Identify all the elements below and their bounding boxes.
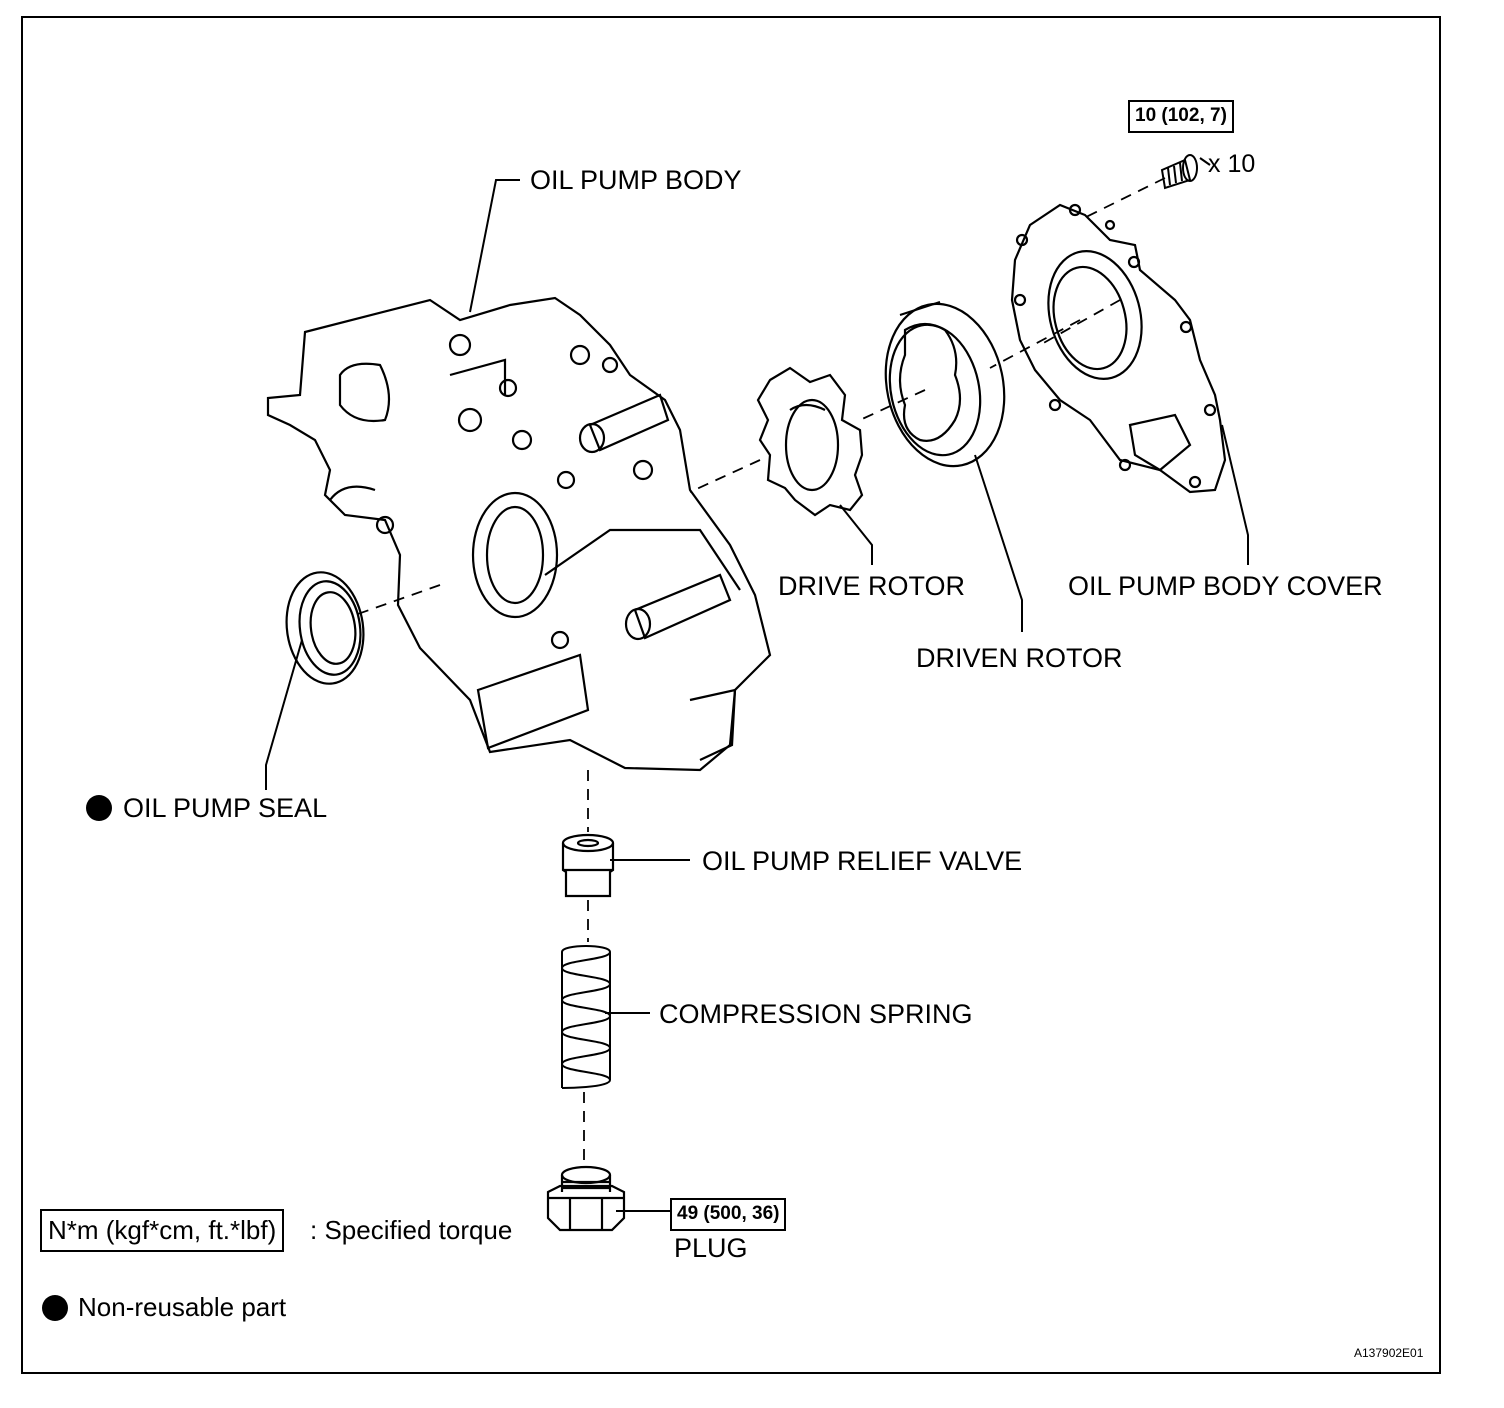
cover-bolt-count: x 10 (1208, 150, 1256, 178)
legend-torque-text: : Specified torque (310, 1215, 513, 1245)
label-plug: PLUG (674, 1233, 748, 1263)
nonreusable-marker-icon (86, 795, 112, 821)
label-compression-spring: COMPRESSION SPRING (659, 999, 973, 1029)
leader-oil-pump-seal (265, 639, 303, 790)
label-drive-rotor: DRIVE ROTOR (778, 571, 966, 601)
label-oil-pump-body: OIL PUMP BODY (530, 165, 742, 195)
oil-pump-body-cover-drawing (1010, 203, 1227, 494)
oil-pump-body-drawing (266, 296, 772, 772)
compression-spring-drawing (560, 945, 612, 1089)
leader-oil-pump-body (469, 179, 520, 313)
label-oil-pump-seal: OIL PUMP SEAL (123, 793, 328, 823)
plug-drawing (546, 1165, 626, 1232)
figure-code: A137902E01 (1354, 1346, 1424, 1360)
leader-driven-rotor (974, 454, 1023, 632)
diagram-frame (21, 16, 1441, 1374)
cover-bolt-torque: 10 (102, 7) (1128, 100, 1234, 133)
oil-pump-seal-drawing (285, 571, 365, 685)
cover-bolt-drawing (1160, 154, 1198, 190)
plug-torque: 49 (500, 36) (670, 1198, 787, 1231)
driven-rotor-drawing (884, 300, 1006, 468)
label-oil-pump-relief-valve: OIL PUMP RELIEF VALVE (702, 846, 1023, 876)
leader-oil-pump-body-cover (1221, 424, 1249, 565)
label-driven-rotor: DRIVEN ROTOR (916, 643, 1123, 673)
leader-drive-rotor (839, 504, 873, 565)
label-oil-pump-body-cover: OIL PUMP BODY COVER (1068, 571, 1383, 601)
drive-rotor-drawing (756, 366, 864, 517)
legend-nonreusable-icon (42, 1295, 68, 1321)
leader-cover-bolt (1199, 157, 1211, 166)
legend-torque-unit: N*m (kgf*cm, ft.*lbf) (40, 1209, 285, 1252)
legend-nonreusable-text: Non-reusable part (78, 1292, 287, 1322)
relief-valve-drawing (561, 833, 615, 898)
